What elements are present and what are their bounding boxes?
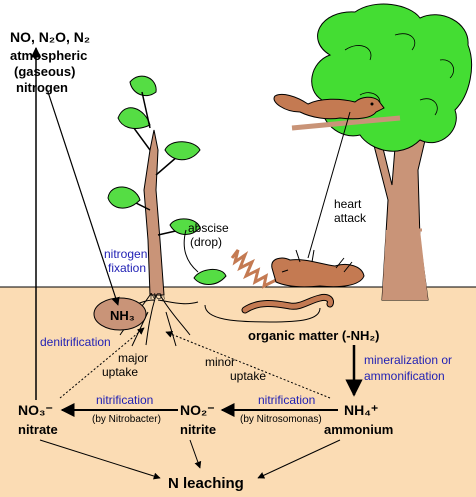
abscise-label: abscise	[188, 221, 229, 235]
nh3-label: NH₃	[110, 308, 135, 323]
heart-attack-pointer	[307, 111, 351, 259]
n-leaching-label: N leaching	[168, 475, 244, 492]
mineralization-label-2: ammonification	[364, 369, 445, 383]
tree	[311, 3, 473, 301]
nitrification-label-left: nitrification	[96, 393, 153, 407]
abscise-label-2: (drop)	[190, 235, 222, 249]
fixation-arrow	[47, 91, 120, 306]
soil-background	[0, 287, 476, 497]
nitrite-label: nitrite	[180, 422, 216, 437]
nitrite-formula: NO₂⁻	[180, 402, 215, 418]
denitrification-label: denitrification	[40, 335, 111, 349]
major-uptake-label: major	[118, 351, 148, 365]
mineralization-label: mineralization or	[364, 353, 452, 367]
heart-attack-label-2: attack	[334, 211, 367, 225]
ammonium-formula: NH₄⁺	[344, 402, 378, 418]
leaching-arrow-left	[39, 439, 161, 480]
abscise-pointer	[183, 229, 199, 273]
plant	[93, 75, 227, 347]
earthworm	[241, 294, 334, 314]
no3-small-label: NO₃	[150, 292, 165, 301]
atmosphere-gases: NO, N₂O, N₂	[10, 29, 90, 45]
atmosphere-line3: (gaseous)	[14, 64, 75, 79]
minor-uptake-arrow	[165, 331, 331, 399]
organic-matter-brace	[204, 304, 321, 323]
atmosphere-line2: atmospheric	[10, 48, 87, 63]
nitrate-formula: NO₃⁻	[18, 402, 53, 418]
minor-uptake-label: minor	[205, 355, 235, 369]
nitrogen-fixation-label-2: fixation	[108, 261, 146, 275]
atmosphere-line4: nitrogen	[16, 80, 68, 95]
nitrate-label: nitrate	[18, 422, 58, 437]
major-uptake-label-2: uptake	[102, 365, 138, 379]
organic-matter-label: organic matter (-NH₂)	[248, 328, 379, 343]
minor-uptake-label-2: uptake	[230, 369, 266, 383]
ammonium-label: ammonium	[324, 422, 393, 437]
dead-squirrel	[230, 249, 365, 289]
nitrogen-fixation-label: nitrogen	[104, 247, 147, 261]
leaching-arrow-right	[257, 439, 341, 479]
squirrel-in-tree	[273, 93, 401, 131]
leaching-arrow-mid	[189, 439, 202, 469]
nitrobacter-label: (by Nitrobacter)	[92, 414, 161, 425]
nitrosomonas-label: (by Nitrosomonas)	[240, 414, 322, 425]
heart-attack-label: heart	[334, 197, 362, 211]
nitrification-label-right: nitrification	[258, 393, 315, 407]
